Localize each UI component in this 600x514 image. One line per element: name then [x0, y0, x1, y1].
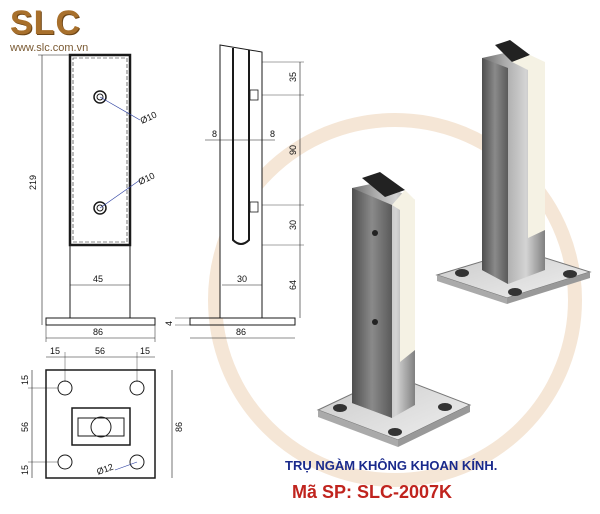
render-short-post [316, 172, 472, 447]
dim-plan-top-b: 56 [95, 346, 105, 356]
front-view [38, 53, 156, 342]
website-text: www.slc.com.vn [10, 42, 89, 54]
dim-slot-right: 8 [270, 129, 275, 139]
dim-hole-top: Ø10 [139, 110, 159, 126]
dim-hole-bottom: Ø10 [137, 171, 157, 187]
dim-side-3: 30 [288, 220, 298, 230]
dim-side-base: 86 [236, 327, 246, 337]
product-title: TRỤ NGÀM KHÔNG KHOAN KÍNH. [285, 458, 498, 473]
dim-side-4: 64 [288, 280, 298, 290]
dim-plan-top-a: 15 [50, 346, 60, 356]
watermark-ring [208, 113, 582, 487]
brand-logo: SLC www.slc.com.vn [10, 6, 88, 54]
dim-slot-left: 8 [212, 129, 217, 139]
logo-text: SLC [10, 4, 81, 42]
dim-inner-width: 45 [93, 274, 103, 284]
product-code: Mã SP: SLC-2007K [292, 482, 453, 502]
dim-plan-left-a: 15 [20, 375, 30, 385]
dim-plan-left-b: 56 [20, 422, 30, 432]
dim-side-2: 90 [288, 145, 298, 155]
dim-height: 219 [28, 175, 38, 190]
dim-plan-top-c: 15 [140, 346, 150, 356]
side-view [175, 44, 304, 339]
dim-plan-side: 86 [174, 422, 184, 432]
dim-plan-left-c: 15 [20, 465, 30, 475]
dim-plate-thickness: 4 [164, 321, 174, 326]
dim-side-width: 30 [237, 274, 247, 284]
plan-view [28, 352, 173, 479]
dim-base-width: 86 [93, 327, 103, 337]
dim-side-1: 35 [288, 72, 298, 82]
render-tall-post [435, 40, 592, 304]
